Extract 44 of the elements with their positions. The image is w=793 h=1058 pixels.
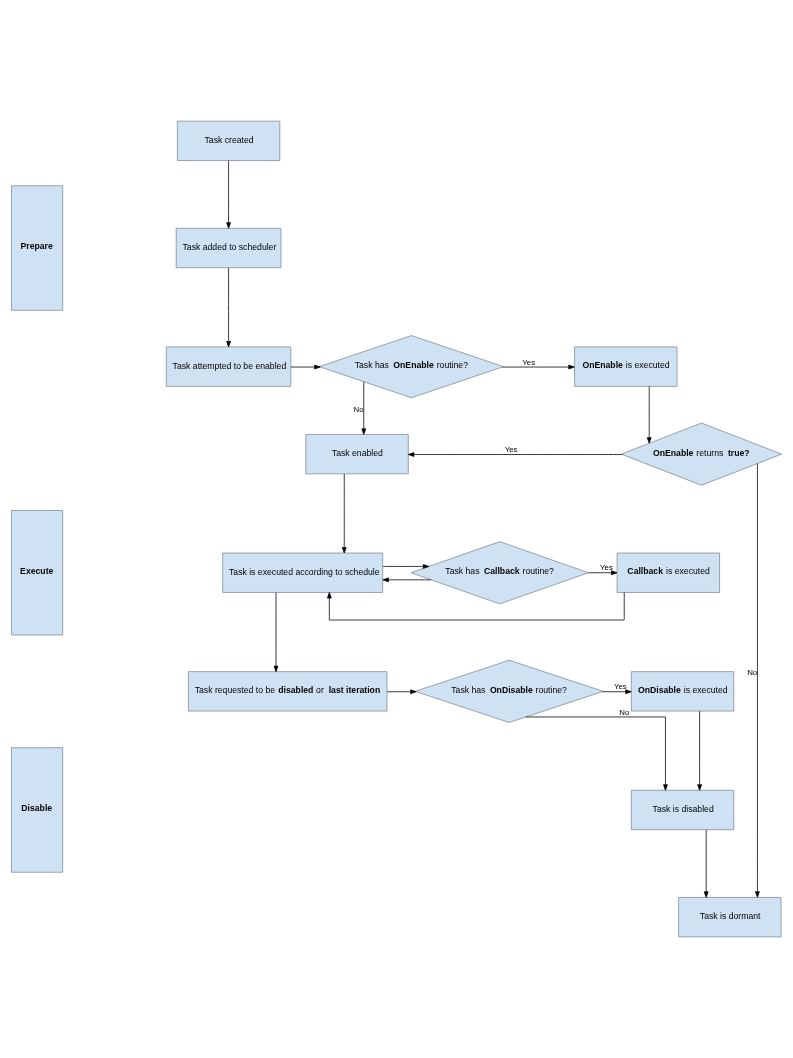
arrow xyxy=(327,592,625,621)
arrow xyxy=(755,463,760,898)
arrow xyxy=(341,473,347,554)
arrow xyxy=(382,577,432,583)
arrow xyxy=(386,689,417,695)
node-box: Task is disabled xyxy=(630,789,735,831)
arrow xyxy=(226,160,231,229)
arrow xyxy=(226,267,231,348)
arrow xyxy=(273,592,279,673)
arrow xyxy=(601,689,632,695)
edge-label: Yes xyxy=(613,682,627,692)
node-diamond: OnEnable returns true? xyxy=(620,422,782,486)
node-diamond: Task has Callback routine? xyxy=(410,541,589,605)
arrow xyxy=(290,364,321,370)
node-diamond: Task has OnDisable routine? xyxy=(414,659,604,723)
node-box: Task attempted to be enabled xyxy=(165,346,292,387)
node-box: Task added to scheduler xyxy=(175,227,282,269)
arrow xyxy=(408,452,623,457)
arrow xyxy=(382,564,430,569)
arrow xyxy=(588,570,618,576)
node-box: Task is dormant xyxy=(678,897,782,938)
arrow xyxy=(703,829,709,898)
arrow xyxy=(646,386,652,444)
node-box: Execute xyxy=(11,510,64,636)
node-box: OnDisable is executed xyxy=(630,671,735,712)
node-box: Prepare xyxy=(11,185,64,311)
node-box: Task enabled xyxy=(305,434,409,475)
node-box: OnEnable is executed xyxy=(574,346,678,387)
edge-label: No xyxy=(619,707,630,717)
arrow xyxy=(525,716,668,791)
edge-label: Yes xyxy=(599,563,613,573)
arrow xyxy=(697,710,702,791)
edge-label: Yes xyxy=(504,445,518,455)
node-box: Task requested to be disabled or last iteration xyxy=(188,671,388,712)
node-box: Task is executed according to schedule xyxy=(222,552,384,593)
node-diamond: Task has OnEnable routine? xyxy=(318,335,504,399)
node-box: Callback is executed xyxy=(616,552,720,593)
arrow xyxy=(361,381,367,435)
edge-label: No xyxy=(747,668,758,678)
arrow xyxy=(502,364,575,370)
node-box: Task created xyxy=(176,120,281,161)
edge-label: Yes xyxy=(522,357,536,367)
edge-label: No xyxy=(353,404,364,414)
node-box: Disable xyxy=(11,747,64,873)
